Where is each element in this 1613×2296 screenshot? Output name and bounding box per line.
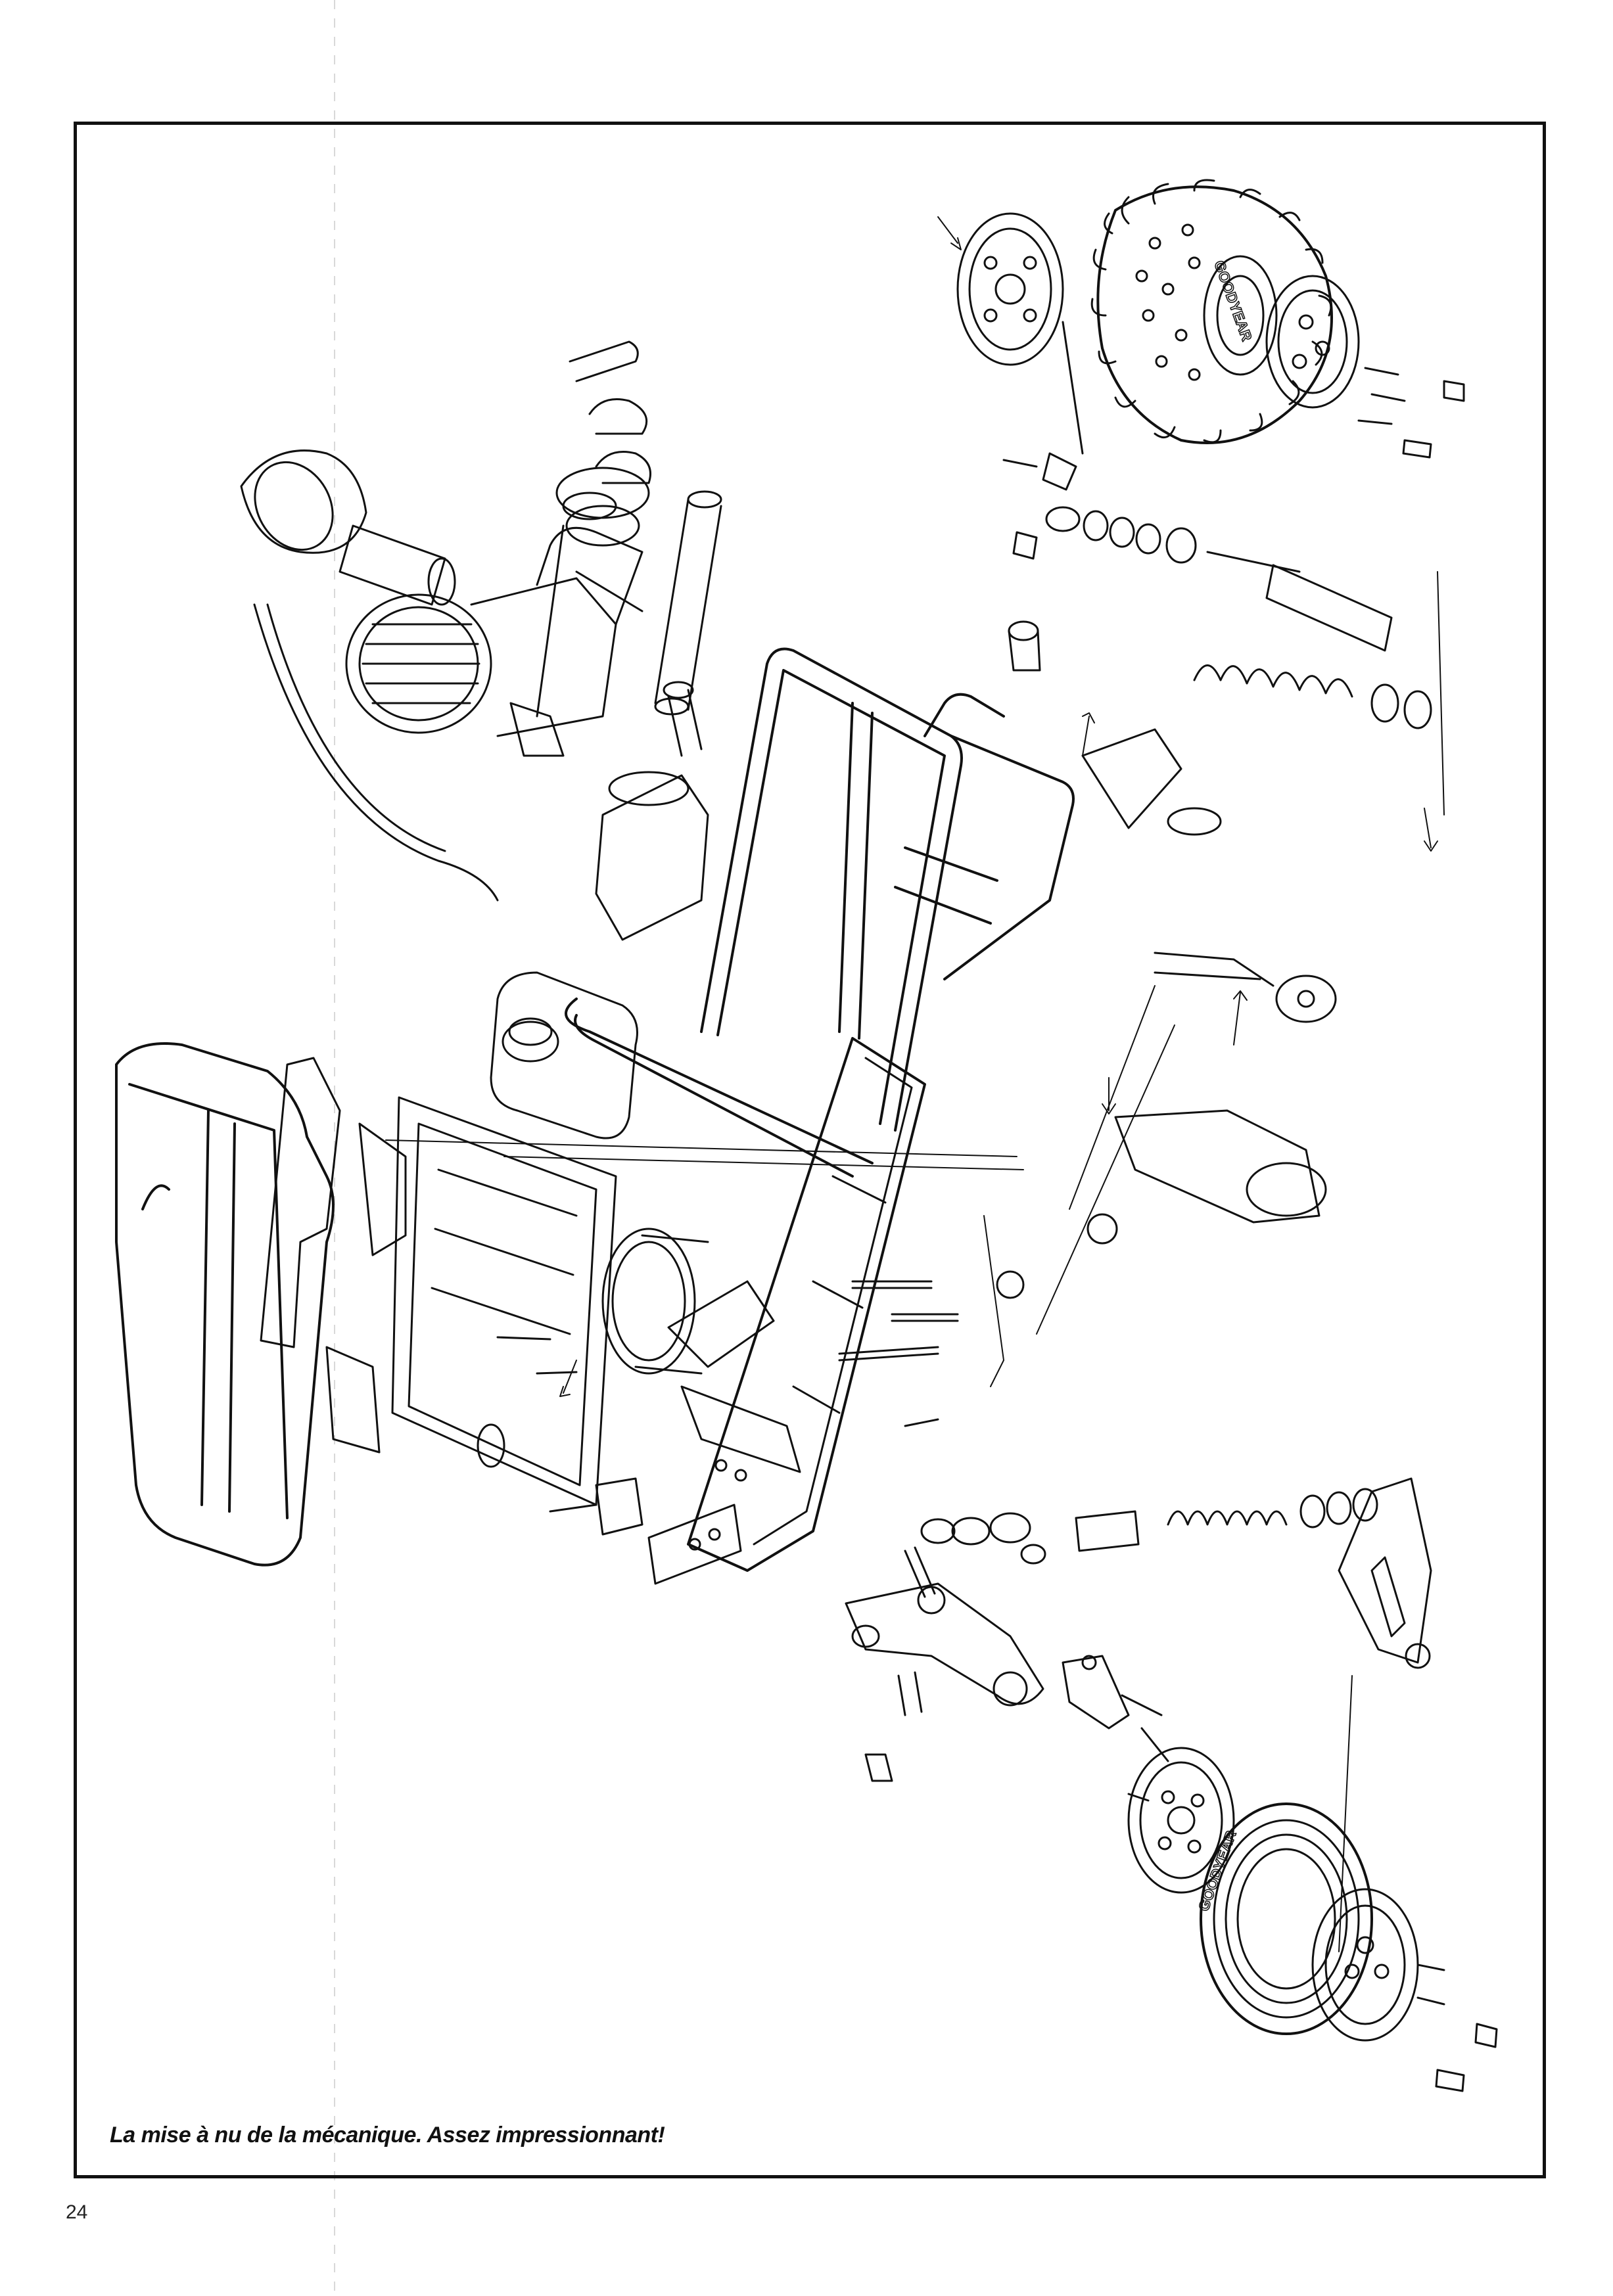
exploded-view-drawing: GOODYEAR <box>115 179 1498 2092</box>
steering-rods <box>385 985 1175 1387</box>
page-fold-line <box>334 0 335 2296</box>
air-filter <box>240 449 456 606</box>
front-wheel-bottom: GOODYEAR <box>1127 1747 1498 2092</box>
roll-cage-frame <box>565 647 1075 1178</box>
bolts <box>496 1280 959 1427</box>
carburetor-clips <box>562 340 651 520</box>
tire-brand-top: GOODYEAR <box>1211 258 1255 343</box>
rear-spring <box>1193 564 1445 815</box>
body-shell <box>115 1042 335 1567</box>
steering-knuckle <box>1062 1655 1169 1762</box>
front-suspension <box>601 1228 801 1585</box>
fuel-tank <box>490 971 638 1139</box>
illustration-frame: GOODYEAR <box>74 122 1546 2178</box>
engine-assembly <box>345 467 650 757</box>
rear-hub-parts <box>1008 452 1301 672</box>
front-a-arm <box>845 1582 1044 1707</box>
fuel-filter <box>595 681 709 941</box>
page-number: 24 <box>66 2201 88 2223</box>
rear-drivetrain <box>1081 728 1337 1224</box>
figure-caption: La mise à nu de la mécanique. Assez impr… <box>110 2123 665 2147</box>
front-bolts <box>549 1477 1046 1782</box>
steering-block <box>1338 1477 1432 1952</box>
fuel-line <box>253 603 499 902</box>
exhaust-pipe <box>654 490 722 716</box>
direction-arrows <box>559 216 1438 1397</box>
side-plates <box>260 1057 407 1454</box>
rear-wheel-top: GOODYEAR <box>956 179 1465 468</box>
front-spring <box>1075 1488 1378 1552</box>
chassis-plate <box>687 1037 926 1572</box>
